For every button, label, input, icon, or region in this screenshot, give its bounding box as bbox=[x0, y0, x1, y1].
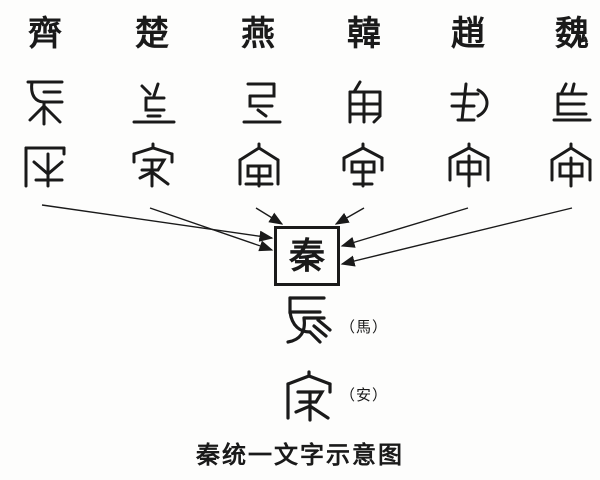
horse-glyph-zhao bbox=[450, 82, 489, 122]
state-name-han: 韓 bbox=[347, 14, 381, 54]
arrow-yan bbox=[255, 207, 284, 225]
state-name-yan: 燕 bbox=[241, 14, 275, 54]
arrow-chu bbox=[149, 207, 274, 252]
state-name-wei: 魏 bbox=[555, 14, 589, 54]
state-name-zhao: 趙 bbox=[451, 14, 485, 54]
unified-an-glyph bbox=[286, 370, 332, 422]
state-name-qi: 齊 bbox=[28, 14, 62, 54]
an-glyph-han bbox=[342, 142, 384, 188]
horse-glyph-qi bbox=[26, 80, 64, 126]
horse-glyph-han bbox=[348, 80, 382, 124]
arrow-wei bbox=[340, 207, 573, 267]
arrow-han bbox=[334, 207, 365, 225]
an-glyph-chu bbox=[132, 142, 174, 188]
an-glyph-zhao bbox=[448, 142, 490, 188]
state-name-chu: 楚 bbox=[135, 14, 169, 54]
horse-glyph-chu bbox=[132, 82, 176, 124]
figure-caption: 秦统一文字示意图 bbox=[196, 440, 404, 469]
arrow-zhao bbox=[340, 207, 469, 248]
horse-note: （馬） bbox=[340, 318, 389, 336]
unified-horse-glyph bbox=[286, 296, 332, 344]
horse-glyph-yan bbox=[242, 82, 282, 124]
an-glyph-qi bbox=[24, 146, 66, 188]
arrow-qi bbox=[41, 204, 274, 242]
horse-glyph-wei bbox=[552, 82, 592, 122]
an-note: （安） bbox=[340, 386, 389, 404]
an-glyph-wei bbox=[550, 142, 592, 188]
an-glyph-yan bbox=[238, 142, 280, 188]
qin-box: 秦 bbox=[274, 226, 340, 286]
